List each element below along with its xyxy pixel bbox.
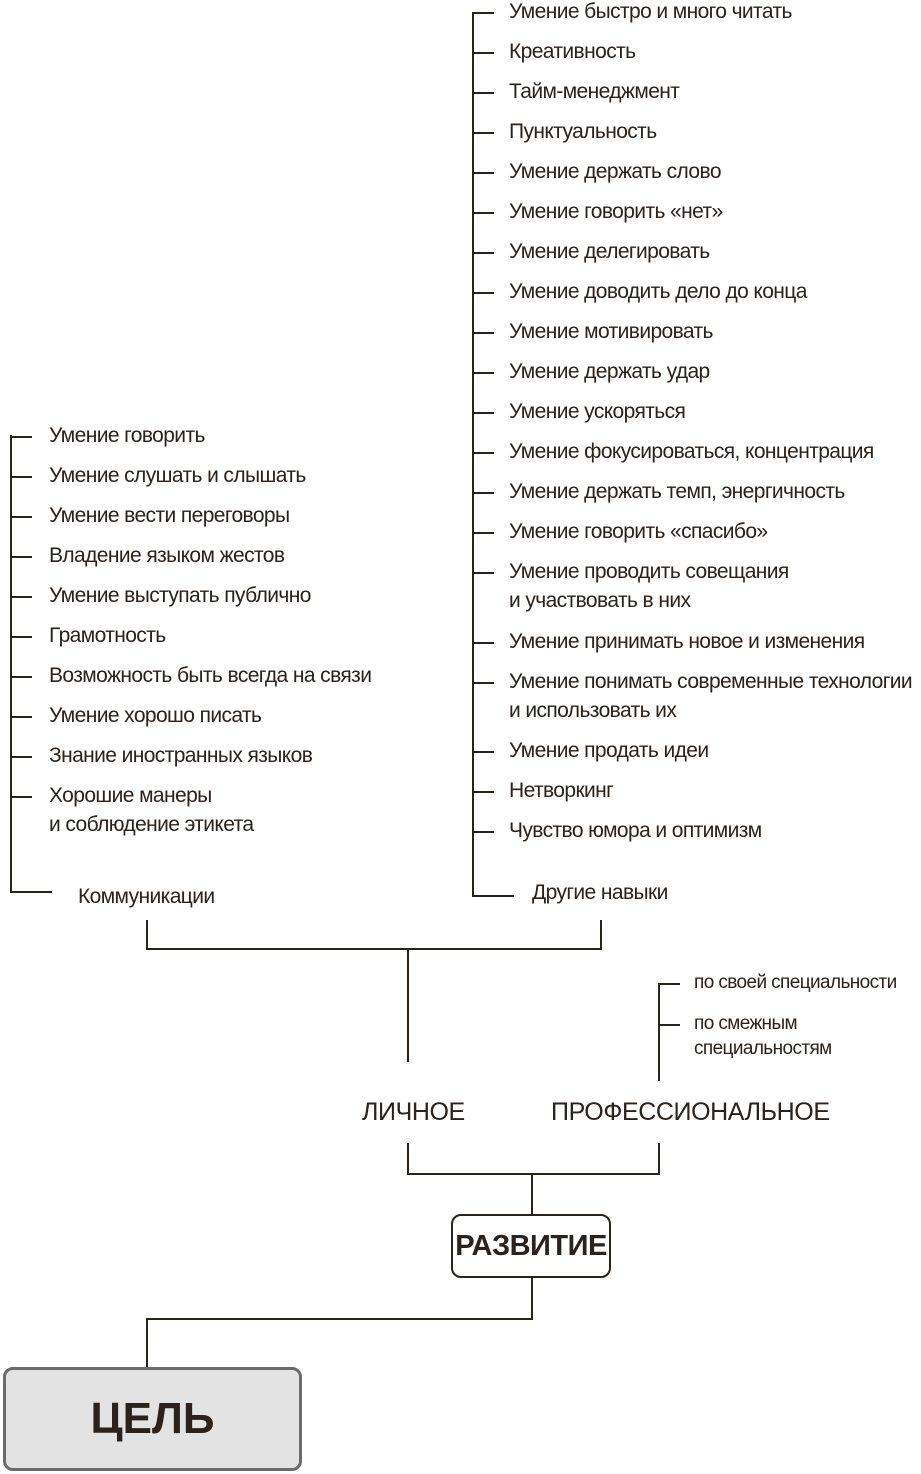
communication-item: и соблюдение этикета [49, 813, 254, 836]
other-skill-item: Нетворкинг [509, 779, 614, 802]
communication-item: Знание иностранных языков [49, 744, 313, 767]
other-skill-tick [472, 492, 494, 494]
dev-bracket-right [658, 1143, 660, 1175]
other-skills-title-connector [472, 895, 514, 897]
other-skill-tick [472, 172, 494, 174]
other-skill-tick [472, 791, 494, 793]
communication-tick [10, 636, 32, 638]
professional-branch-tick [658, 1024, 680, 1026]
communication-spine [10, 435, 12, 893]
communication-title-connector [10, 891, 52, 893]
other-skill-item: Умение говорить «спасибо» [509, 520, 768, 543]
communication-item: Хорошие манеры [49, 784, 212, 807]
communication-tick [10, 676, 32, 678]
communication-tick [10, 756, 32, 758]
personal-stem [407, 948, 409, 1062]
communication-item: Возможность быть всегда на связи [49, 664, 372, 687]
goal-label: ЦЕЛЬ [90, 1394, 215, 1443]
professional-branch-tick [658, 983, 680, 985]
professional-label: ПРОФЕССИОНАЛЬНОЕ [551, 1098, 830, 1126]
communication-item: Умение вести переговоры [49, 504, 290, 527]
other-skill-tick [472, 751, 494, 753]
other-skill-tick [472, 332, 494, 334]
other-skill-tick [472, 92, 494, 94]
other-skill-tick [472, 572, 494, 574]
other-skill-item: Умение держать удар [509, 360, 710, 383]
other-skill-item: Умение продать идеи [509, 739, 709, 762]
other-skill-item: Умение делегировать [509, 240, 710, 263]
other-skill-tick [472, 642, 494, 644]
communication-title: Коммуникации [78, 885, 215, 908]
communication-item: Умение слушать и слышать [49, 464, 306, 487]
communication-item: Умение выступать публично [49, 584, 311, 607]
other-skill-item: Умение ускоряться [509, 400, 686, 423]
dev-bracket-left [407, 1143, 409, 1175]
other-skill-item: Умение мотивировать [509, 320, 714, 343]
other-skills-spine [472, 12, 474, 897]
communication-tick [10, 596, 32, 598]
other-skill-tick [472, 252, 494, 254]
dev-stem [531, 1173, 533, 1215]
communication-item: Грамотность [49, 624, 166, 647]
goal-connector-stem [146, 1318, 148, 1368]
communication-tick [10, 716, 32, 718]
communication-tick [10, 476, 32, 478]
other-skill-tick [472, 452, 494, 454]
communication-tick [10, 436, 32, 438]
other-skill-item: Умение понимать современные технологии [509, 670, 913, 693]
other-skill-item: Умение фокусироваться, концентрация [509, 440, 874, 463]
dev-bracket-bottom [407, 1173, 660, 1175]
group-bracket-right [600, 920, 602, 950]
other-skill-tick [472, 52, 494, 54]
other-skill-item: Умение быстро и много читать [509, 0, 792, 23]
other-skill-tick [472, 372, 494, 374]
other-skill-tick [472, 682, 494, 684]
professional-branch-item: специальностям [694, 1038, 832, 1059]
professional-spine [658, 983, 660, 1081]
goal-connector-horizontal [146, 1318, 533, 1320]
other-skill-item: и использовать их [509, 699, 677, 722]
other-skill-item: Чувство юмора и оптимизм [509, 819, 762, 842]
personal-label: ЛИЧНОЕ [362, 1098, 465, 1126]
communication-item: Умение хорошо писать [49, 704, 262, 727]
other-skill-item: Умение доводить дело до конца [509, 280, 807, 303]
other-skill-item: Тайм-менеджмент [509, 80, 680, 103]
other-skill-tick [472, 412, 494, 414]
goal-box: ЦЕЛЬ [3, 1367, 302, 1471]
other-skill-tick [472, 532, 494, 534]
other-skills-title: Другие навыки [532, 881, 668, 904]
other-skill-item: Креативность [509, 40, 636, 63]
communication-tick [10, 796, 32, 798]
other-skill-tick [472, 132, 494, 134]
professional-branch-item: по смежным [694, 1013, 798, 1034]
communication-item: Умение говорить [49, 424, 205, 447]
communication-tick [10, 516, 32, 518]
other-skill-item: Умение держать темп, энергичность [509, 480, 845, 503]
other-skill-tick [472, 212, 494, 214]
group-bracket-bottom [146, 948, 602, 950]
communication-tick [10, 556, 32, 558]
other-skill-item: Умение проводить совещания [509, 560, 789, 583]
other-skill-item: Умение принимать новое и изменения [509, 630, 865, 653]
other-skill-item: и участвовать в них [509, 589, 691, 612]
communication-item: Владение языком жестов [49, 544, 285, 567]
goal-connector-down [531, 1278, 533, 1320]
other-skill-tick [472, 292, 494, 294]
other-skill-tick [472, 831, 494, 833]
professional-branch-item: по своей специальности [694, 972, 897, 993]
group-bracket-left [146, 920, 148, 950]
development-label: РАЗВИТИЕ [455, 1229, 607, 1262]
other-skill-item: Умение держать слово [509, 160, 722, 183]
other-skill-tick [472, 12, 494, 14]
development-box: РАЗВИТИЕ [451, 1214, 611, 1278]
other-skill-item: Пунктуальность [509, 120, 657, 143]
other-skill-item: Умение говорить «нет» [509, 200, 723, 223]
